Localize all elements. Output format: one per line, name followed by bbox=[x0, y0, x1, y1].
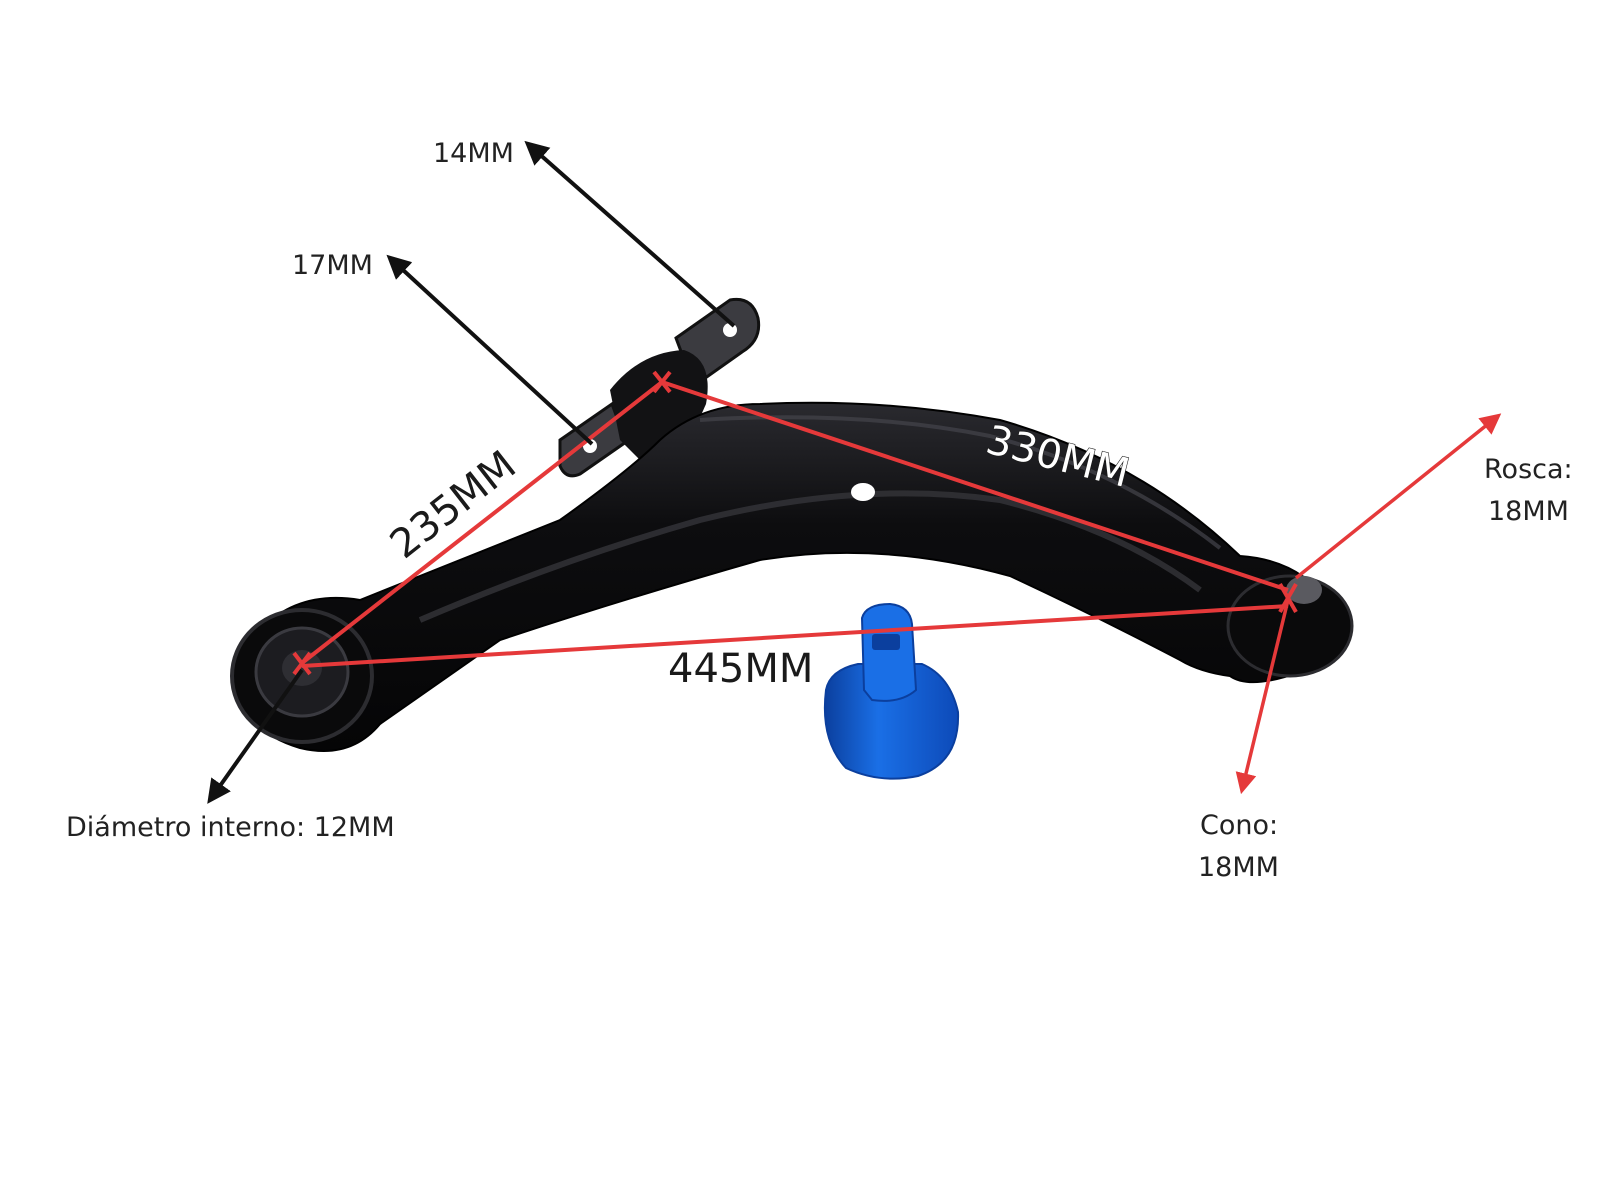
dim-tick-top bbox=[652, 370, 672, 394]
bolt-top-pointer-arrow bbox=[524, 140, 736, 328]
ball-joint-stud bbox=[1286, 576, 1322, 604]
dim-line-235 bbox=[300, 380, 664, 665]
black-pointers bbox=[207, 140, 736, 804]
blue-bushing bbox=[823, 602, 960, 780]
bushing-inner-label: Diámetro interno: 12MM bbox=[66, 812, 395, 843]
arm-body bbox=[236, 401, 1337, 752]
red-pointers bbox=[1235, 413, 1502, 795]
dim-label-445: 445MM bbox=[668, 646, 813, 692]
arm-ridge-top bbox=[699, 415, 1222, 550]
cone-label-line2: 18MM bbox=[1198, 852, 1279, 883]
arm-through-hole bbox=[851, 483, 875, 501]
blue-bushing-slot bbox=[872, 634, 900, 650]
thread-label-line2: 18MM bbox=[1488, 496, 1569, 527]
dim-tick-left bbox=[292, 651, 312, 676]
measurement-lines bbox=[292, 370, 1298, 676]
dim-line-330 bbox=[661, 380, 1289, 592]
bushing-inner-pointer-arrow bbox=[207, 668, 304, 804]
thread-pointer-arrow bbox=[1294, 413, 1502, 580]
blue-bushing-stem bbox=[860, 602, 918, 702]
control-arm bbox=[230, 297, 1354, 752]
arm-ridge bbox=[418, 490, 1202, 623]
cone-label-line1: Cono: bbox=[1200, 810, 1278, 841]
cone-pointer-arrow bbox=[1235, 599, 1290, 795]
bolt-top-label: 14MM bbox=[433, 138, 514, 169]
ball-joint-housing bbox=[1226, 574, 1354, 678]
thread-label-line1: Rosca: bbox=[1484, 454, 1573, 485]
blue-bushing-base bbox=[823, 663, 960, 780]
front-bushing-sleeve bbox=[282, 650, 322, 686]
dim-line-445 bbox=[301, 604, 1289, 668]
bolt-left-label: 17MM bbox=[292, 250, 373, 281]
bolt-left-pointer-arrow bbox=[386, 254, 594, 446]
dim-tick-right bbox=[1278, 583, 1298, 613]
